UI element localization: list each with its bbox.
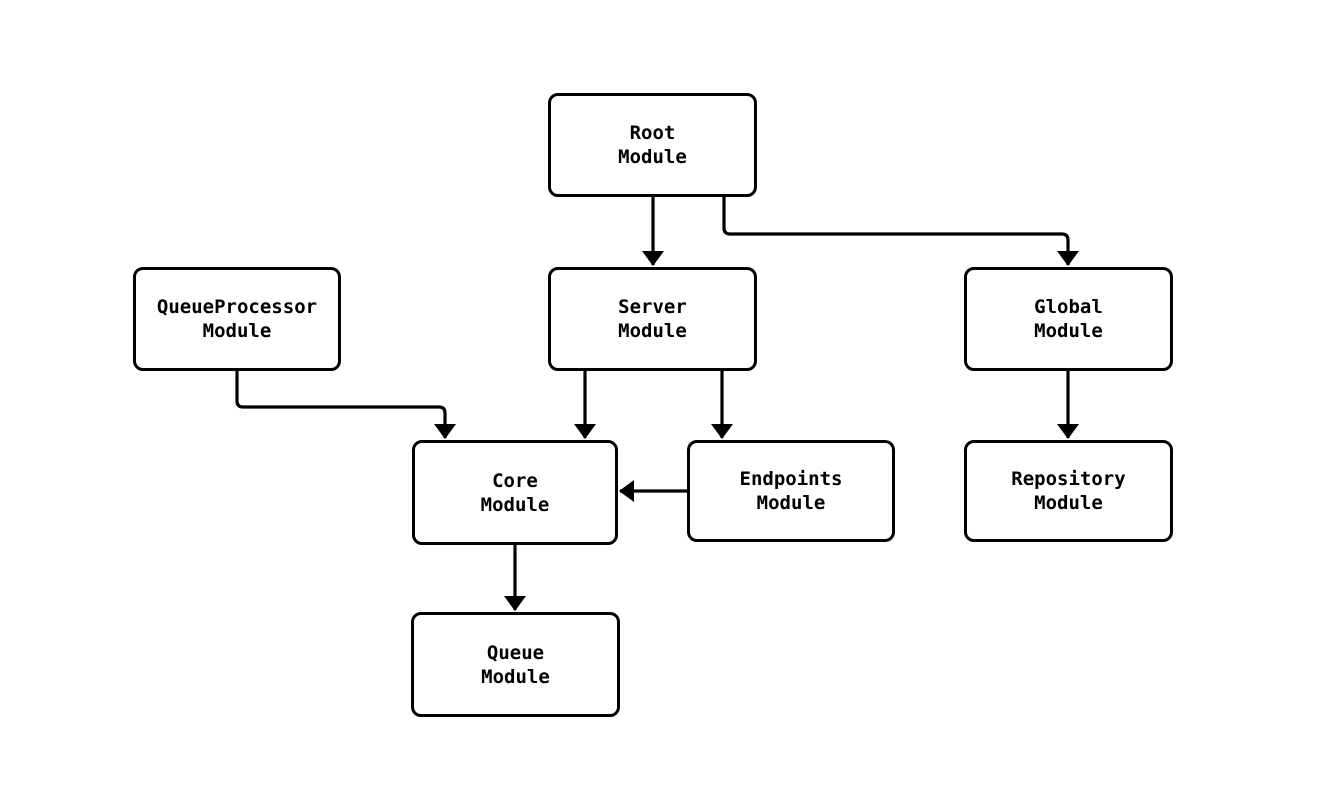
node-server-module-label: Server Module: [618, 296, 687, 342]
node-repository-module-label: Repository Module: [1011, 468, 1126, 514]
node-repository-module: Repository Module: [964, 440, 1173, 542]
node-root-module-label: Root Module: [618, 122, 687, 168]
node-queueprocessor-module: QueueProcessor Module: [133, 267, 341, 371]
node-root-module: Root Module: [548, 93, 757, 197]
node-queueprocessor-module-label: QueueProcessor Module: [156, 296, 318, 342]
node-server-module: Server Module: [548, 267, 757, 371]
node-queue-module-label: Queue Module: [481, 641, 550, 688]
node-queue-module: Queue Module: [411, 612, 620, 717]
node-endpoints-module: Endpoints Module: [687, 440, 895, 542]
node-endpoints-module-label: Endpoints Module: [739, 468, 843, 514]
node-core-module-label: Core Module: [480, 469, 550, 516]
node-global-module: Global Module: [964, 267, 1173, 371]
node-core-module: Core Module: [412, 440, 618, 545]
edge-queueprocessor-to-core: [235, 371, 456, 439]
edge-root-to-global: [722, 197, 1079, 266]
node-global-module-label: Global Module: [1034, 296, 1103, 342]
